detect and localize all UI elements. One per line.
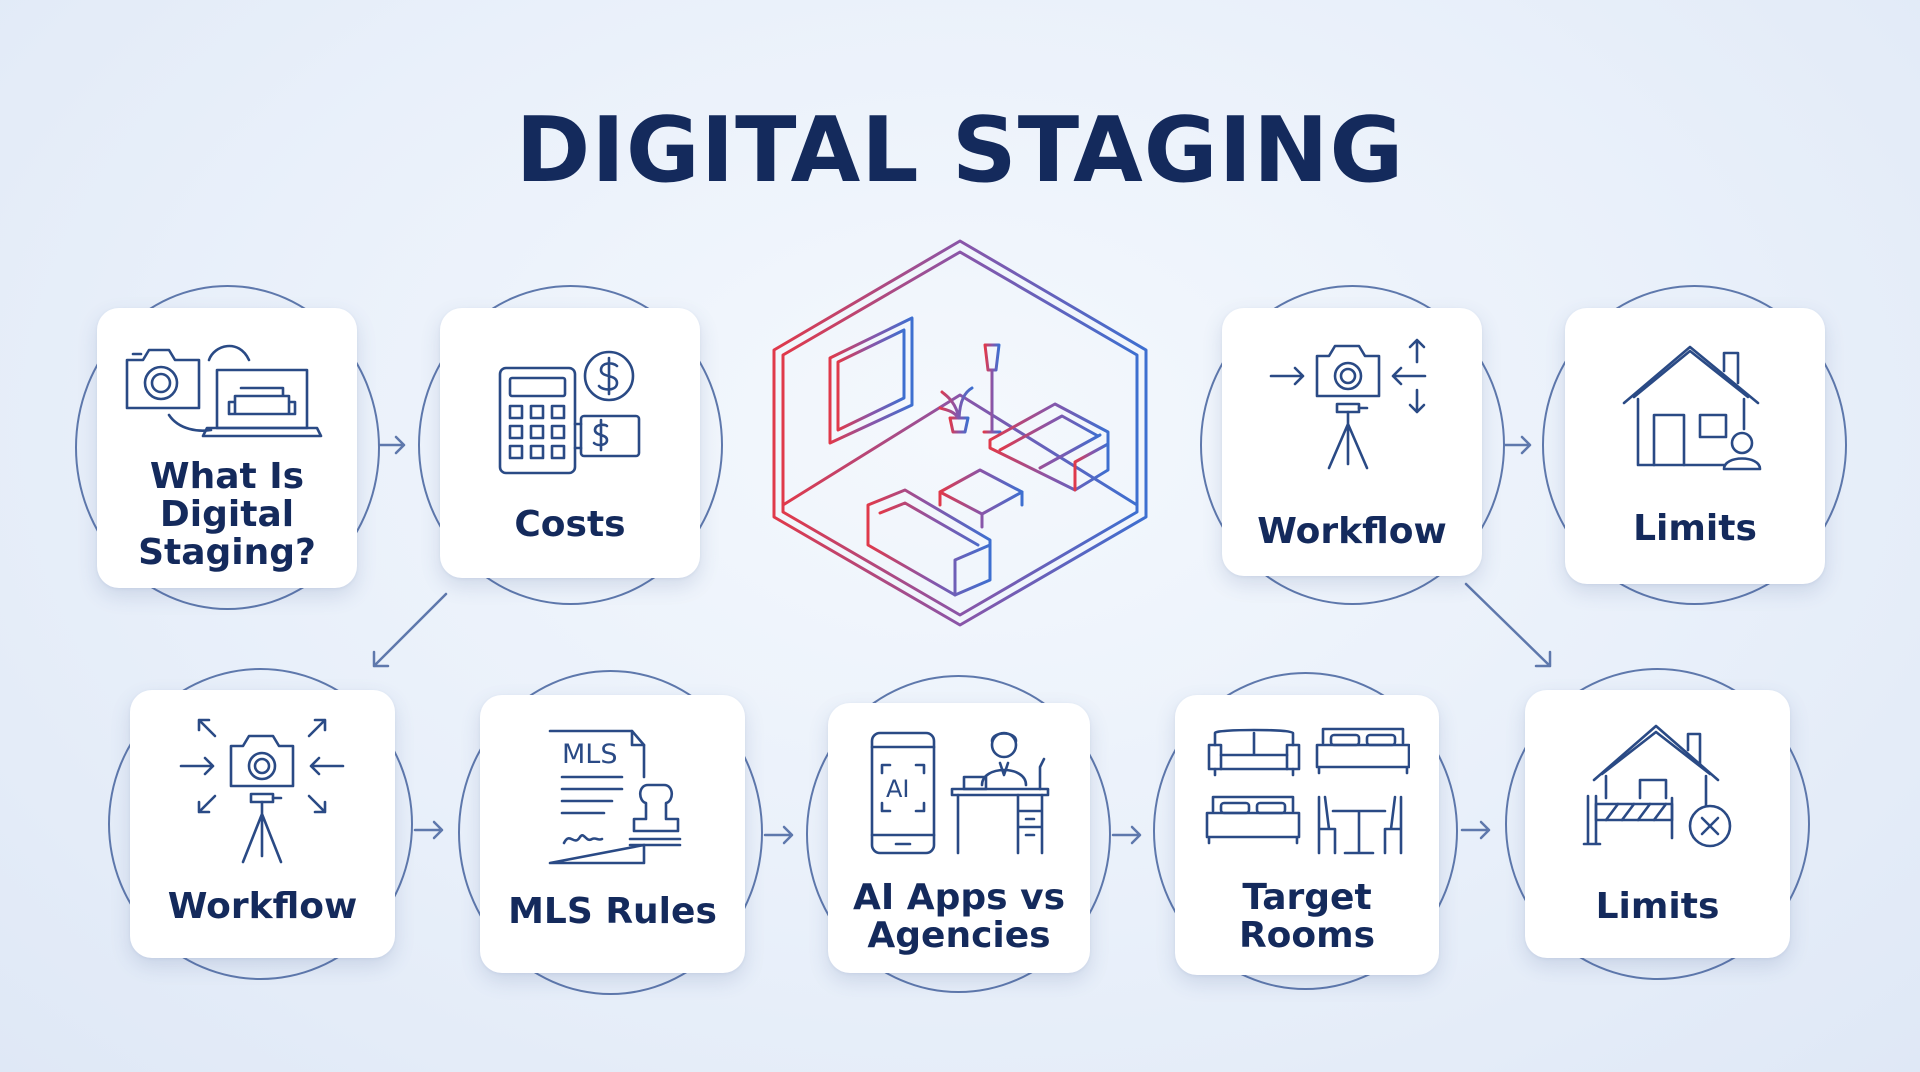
svg-text:AI: AI [886, 775, 910, 803]
card-label: Limits [1633, 508, 1757, 549]
ring-limits-top [1542, 285, 1847, 605]
arrow-icon [372, 592, 448, 668]
ring-workflow-bottom [108, 668, 413, 980]
ring-mls-rules [458, 670, 763, 995]
svg-text:MLS: MLS [562, 739, 617, 770]
card-label: Limits [1595, 886, 1720, 927]
phone-ai-desk-icon: AI [868, 729, 1053, 859]
room-furniture-icon [1205, 725, 1410, 860]
calculator-dollar-icon [495, 348, 645, 478]
card-label: Workflow [167, 886, 358, 927]
card-label: Workflow [1257, 511, 1447, 552]
house-person-icon [1620, 343, 1770, 473]
card-costs[interactable]: Costs [440, 308, 700, 578]
arrow-icon [1460, 820, 1491, 840]
arrow-icon [1111, 825, 1142, 845]
ring-limits-bottom [1505, 668, 1810, 980]
ring-target-rooms [1153, 672, 1458, 990]
card-workflow-top[interactable]: Workflow [1222, 308, 1482, 576]
ring-costs [418, 285, 723, 605]
camera-tripod-icon [177, 718, 347, 868]
arrow-icon [1503, 435, 1532, 455]
card-limits-top[interactable]: Limits [1565, 308, 1825, 584]
arrow-icon [763, 825, 794, 845]
arrow-icon [378, 435, 406, 455]
card-label: MLS Rules [508, 891, 717, 932]
card-mls-rules[interactable]: MLS MLS Rules [480, 695, 745, 973]
camera-tripod-icon [1267, 336, 1437, 476]
ring-ai-apps [806, 675, 1111, 993]
mls-document-stamp-icon: MLS [542, 727, 682, 867]
page-title: DIGITAL STAGING [515, 98, 1405, 203]
arrow-icon [413, 820, 444, 840]
arrow-icon [1464, 582, 1552, 668]
camera-laptop-icon [119, 330, 329, 440]
card-label: Costs [514, 504, 626, 545]
card-workflow-bottom[interactable]: Workflow [130, 690, 395, 958]
card-limits-bottom[interactable]: Limits [1525, 690, 1790, 958]
ring-what-is [75, 285, 380, 610]
house-barrier-icon [1580, 722, 1740, 852]
isometric-room-icon [772, 239, 1148, 627]
